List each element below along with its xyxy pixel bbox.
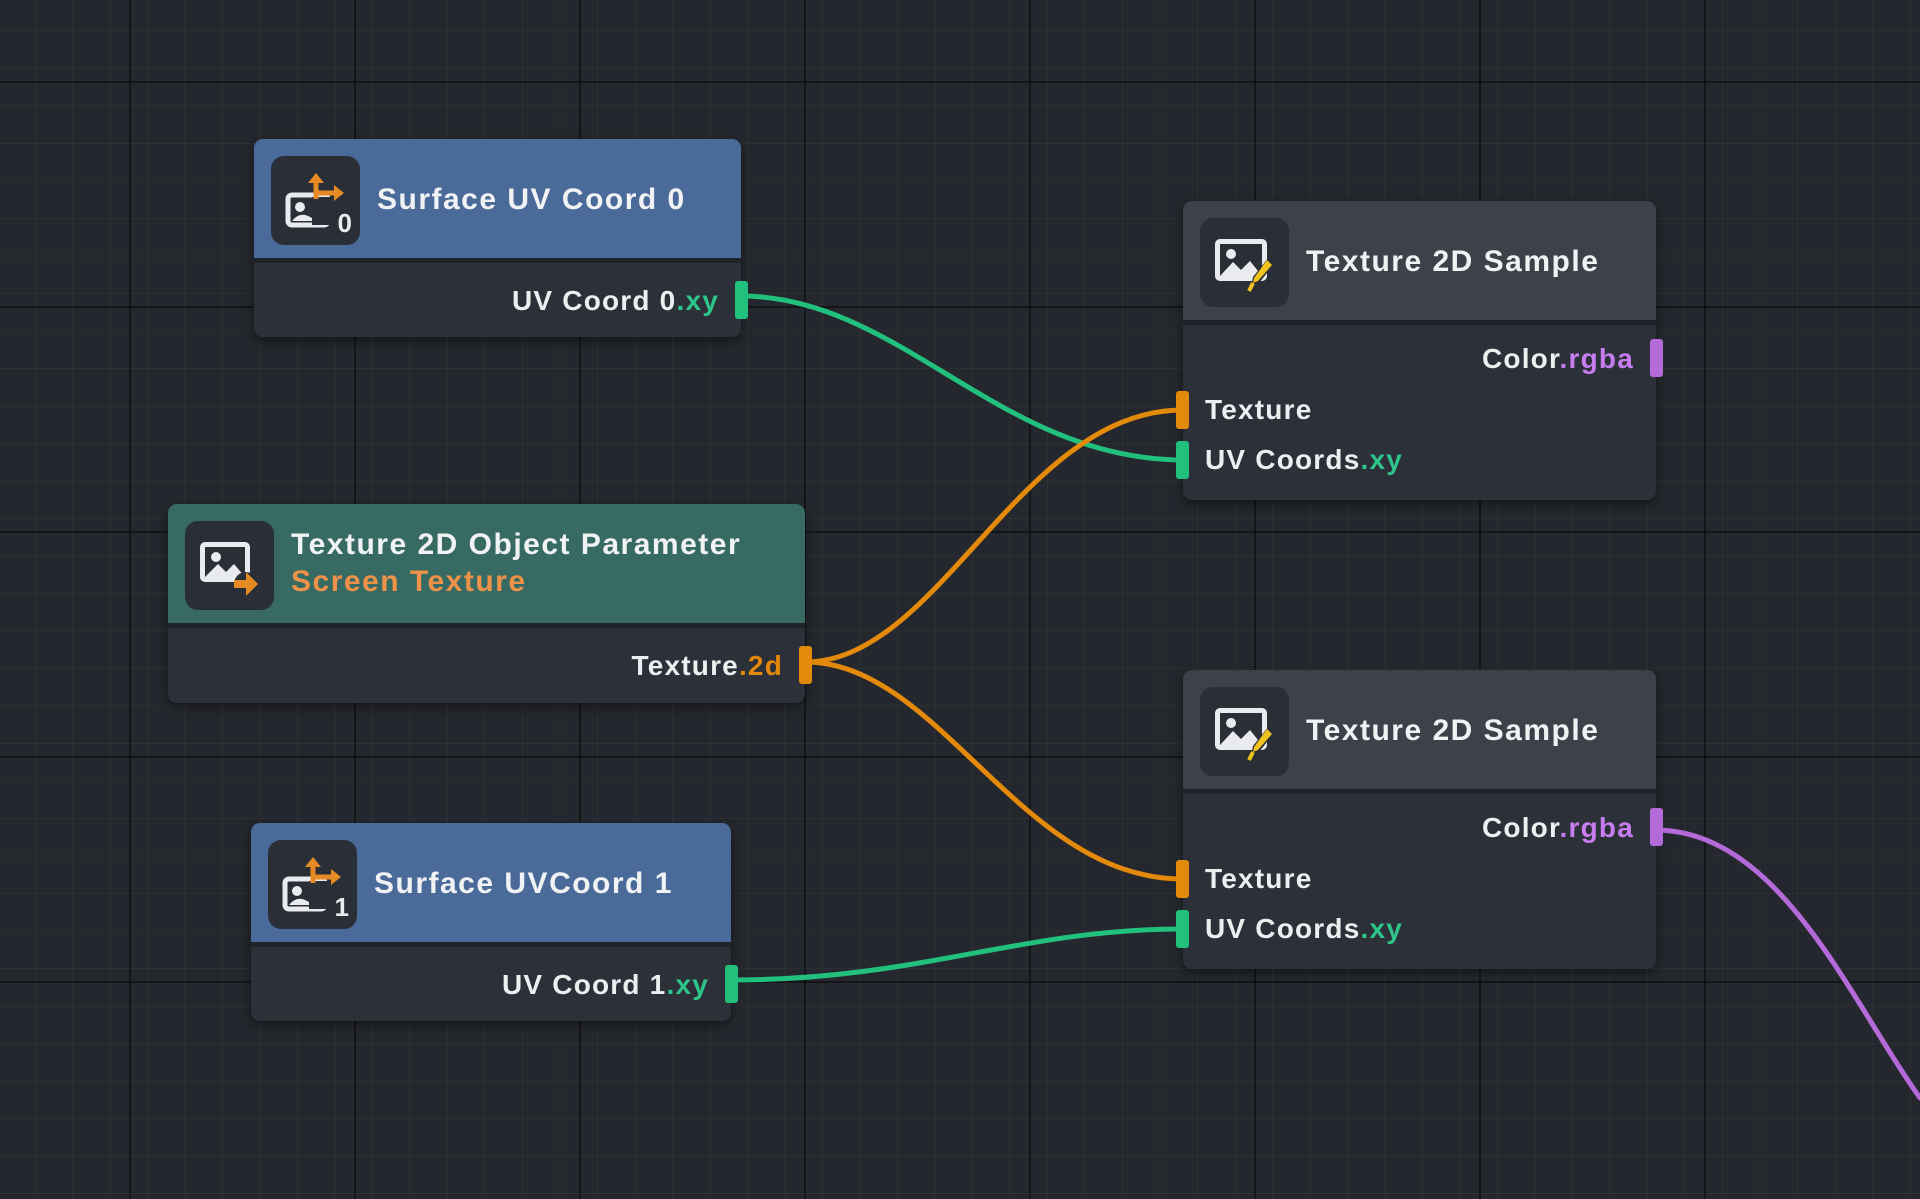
node-texture-2d-sample-1[interactable]: Texture 2D Sample Color.rgba Texture UV … [1176,201,1663,500]
node-title: Texture 2D Sample [1306,714,1600,747]
node-texture-2d-sample-2[interactable]: Texture 2D Sample Color.rgba Texture UV … [1176,670,1663,969]
port-label: Texture [1205,863,1313,894]
input-pin-texture[interactable] [1176,391,1189,429]
output-port-color[interactable]: Color.rgba [1482,808,1634,848]
input-port-texture[interactable]: Texture [1205,859,1312,899]
input-pin-texture[interactable] [1176,860,1189,898]
node-body: Texture.2d [168,628,812,703]
output-pin-color[interactable] [1650,339,1663,377]
node-title: Texture 2D Sample [1306,245,1600,278]
port-label: Texture [1205,394,1313,425]
port-label: Color [1481,812,1560,843]
port-type-suffix: .xy [676,285,719,316]
node-body: Color.rgba Texture UV Coords.xy [1176,325,1663,500]
texture-sample-icon [1200,218,1289,307]
uv-index-label: 1 [334,892,349,922]
texture-sample-icon [1200,687,1289,776]
input-port-texture[interactable]: Texture [1205,390,1312,430]
node-header[interactable]: Texture 2D Sample [1183,670,1656,794]
wire-texture-to-sample2-texture[interactable] [802,659,1186,882]
port-label: UV Coords [1205,444,1361,475]
node-surface-uv-coord-0[interactable]: 0 Surface UV Coord 0 UV Coord 0.xy [254,139,748,337]
uv-index-label: 0 [337,208,352,238]
wire-uv0-to-sample1-uv[interactable] [738,293,1186,463]
wire-sample2-color-out[interactable] [1652,827,1920,1101]
node-header[interactable]: 1 Surface UVCoord 1 [251,823,731,947]
output-port-color[interactable]: Color.rgba [1482,339,1634,379]
surface-uv-coord-icon: 0 [271,156,360,245]
node-header[interactable]: 0 Surface UV Coord 0 [254,139,741,263]
port-type-suffix: .xy [666,969,709,1000]
port-type-suffix: .2d [738,650,783,681]
node-surface-uv-coord-1[interactable]: 1 Surface UVCoord 1 UV Coord 1.xy [251,823,738,1021]
node-body: UV Coord 1.xy [251,947,738,1021]
node-title: Surface UVCoord 1 [374,867,673,900]
node-body: UV Coord 0.xy [254,263,748,337]
port-label: UV Coords [1205,913,1361,944]
input-pin-uv-coords[interactable] [1176,910,1189,948]
node-subtitle: Screen Texture [291,565,527,598]
port-label: UV Coord 1 [502,969,667,1000]
port-type-suffix: .xy [1360,444,1404,475]
wire-texture-to-sample1-texture[interactable] [802,407,1186,665]
output-pin-color[interactable] [1650,808,1663,846]
node-texture-2d-object-parameter[interactable]: Texture 2D Object Parameter Screen Textu… [168,504,812,703]
port-label: Color [1481,343,1560,374]
node-body: Color.rgba Texture UV Coords.xy [1176,794,1663,969]
port-type-suffix: .xy [1360,913,1404,944]
texture-parameter-icon [185,521,274,610]
node-title: Texture 2D Object Parameter [291,528,742,561]
port-type-suffix: .rgba [1559,343,1634,374]
output-port-texture[interactable]: Texture.2d [631,646,783,686]
node-title: Surface UV Coord 0 [377,183,686,216]
surface-uv-coord-icon: 1 [268,840,357,929]
port-label: Texture [631,650,739,681]
output-pin-texture[interactable] [799,646,812,684]
output-pin-uv-coord-0[interactable] [735,281,748,319]
output-pin-uv-coord-1[interactable] [725,965,738,1003]
wire-uv1-to-sample2-uv[interactable] [728,926,1186,983]
port-type-suffix: .rgba [1559,812,1634,843]
output-port-uv-coord-0[interactable]: UV Coord 0.xy [512,281,719,321]
output-port-uv-coord-1[interactable]: UV Coord 1.xy [502,965,709,1005]
input-pin-uv-coords[interactable] [1176,441,1189,479]
port-label: UV Coord 0 [512,285,677,316]
input-port-uv-coords[interactable]: UV Coords.xy [1205,440,1403,480]
node-header[interactable]: Texture 2D Sample [1183,201,1656,325]
node-header[interactable]: Texture 2D Object Parameter Screen Textu… [168,504,805,628]
input-port-uv-coords[interactable]: UV Coords.xy [1205,909,1403,949]
